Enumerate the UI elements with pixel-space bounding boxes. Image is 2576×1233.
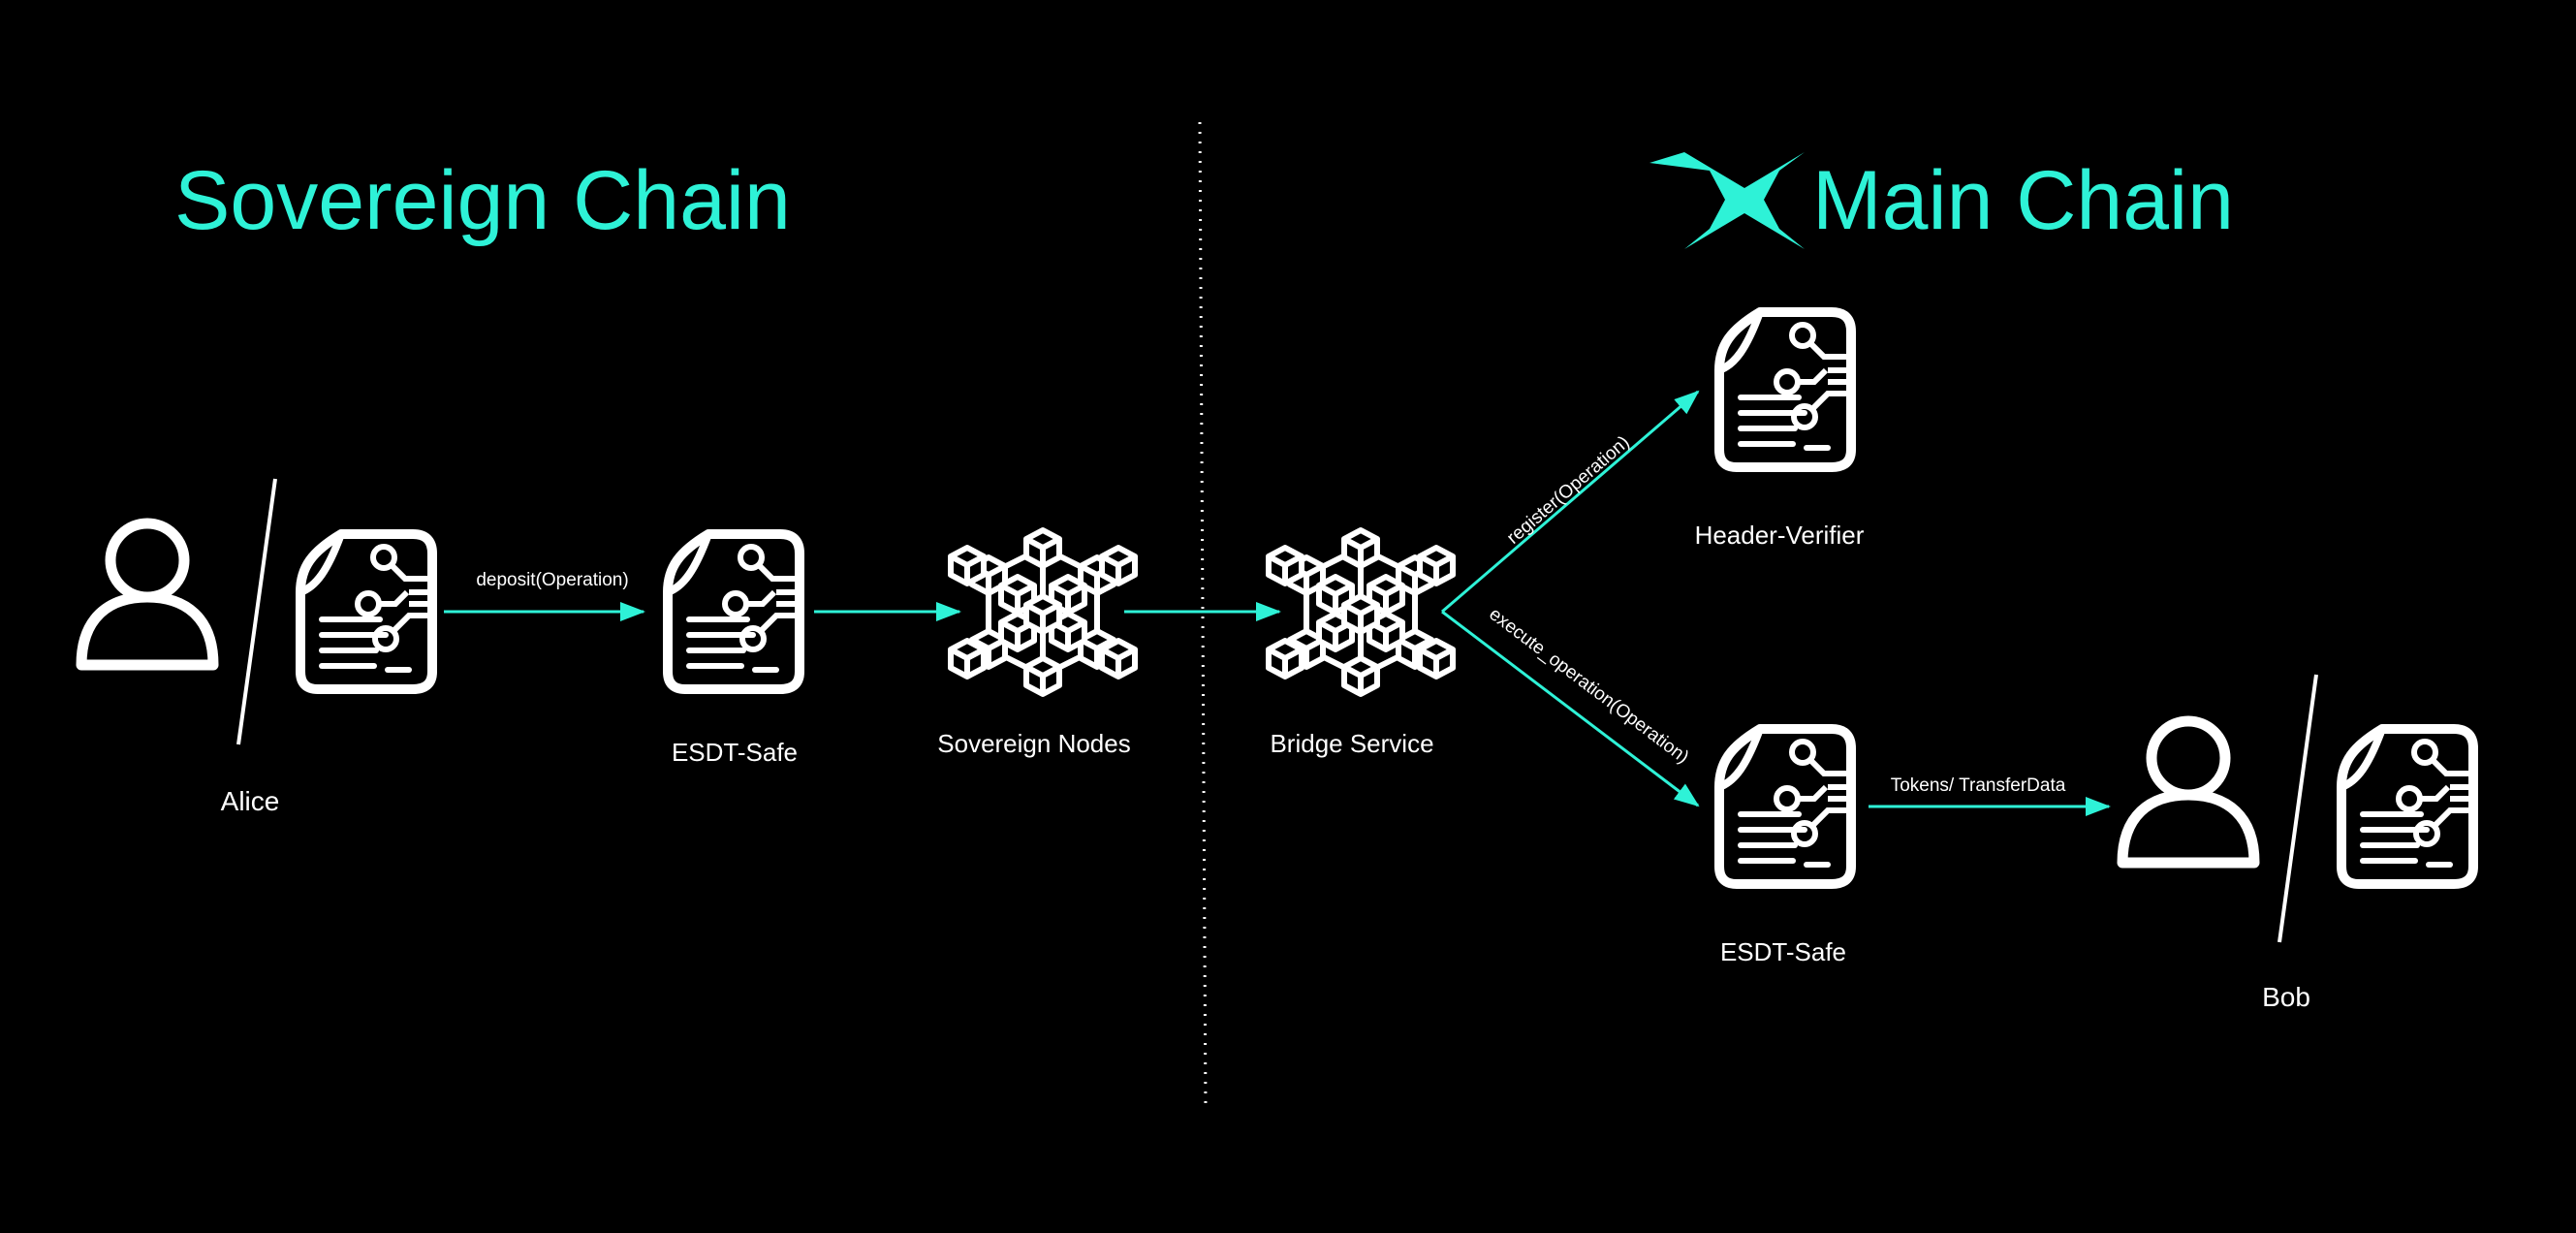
- deposit-edge-label: deposit(Operation): [476, 570, 628, 590]
- sovereign-nodes-network-icon: [951, 530, 1135, 694]
- main-esdt-safe-label: ESDT-Safe: [1720, 937, 1846, 966]
- sovereign-esdt-safe-label: ESDT-Safe: [672, 738, 798, 767]
- register-edge-label: register(Operation): [1503, 432, 1634, 549]
- tokens-edge-label: Tokens/ TransferData: [1891, 775, 2066, 796]
- bob-wallet-contract-icon: [2341, 729, 2473, 884]
- bridge-service-network-icon: [1269, 530, 1453, 694]
- execute-operation-arrow: [1441, 610, 1700, 807]
- sovereign-nodes-label: Sovereign Nodes: [937, 729, 1130, 758]
- bridge-service-label: Bridge Service: [1270, 729, 1433, 758]
- header-verifier-label: Header-Verifier: [1695, 521, 1865, 550]
- alice-separator: [236, 478, 277, 745]
- alice-label: Alice: [221, 786, 280, 816]
- alice-user-icon: [81, 523, 213, 665]
- main-esdt-safe-contract-icon: [1719, 729, 1851, 884]
- sovereign-chain-title: Sovereign Chain: [174, 154, 791, 247]
- multiversx-logo-icon: [1649, 152, 1805, 249]
- bob-user-icon: [2122, 721, 2254, 863]
- chain-divider: [1198, 121, 1208, 1111]
- register-arrow: [1441, 390, 1700, 614]
- main-chain-title: Main Chain: [1812, 154, 2234, 247]
- sovereign-esdt-safe-contract-icon: [668, 534, 800, 689]
- header-verifier-contract-icon: [1719, 312, 1851, 467]
- alice-wallet-contract-icon: [300, 534, 432, 689]
- execute-operation-edge-label: execute_operation(Operation): [1485, 604, 1692, 768]
- bob-label: Bob: [2262, 982, 2310, 1012]
- bob-separator: [2278, 674, 2318, 943]
